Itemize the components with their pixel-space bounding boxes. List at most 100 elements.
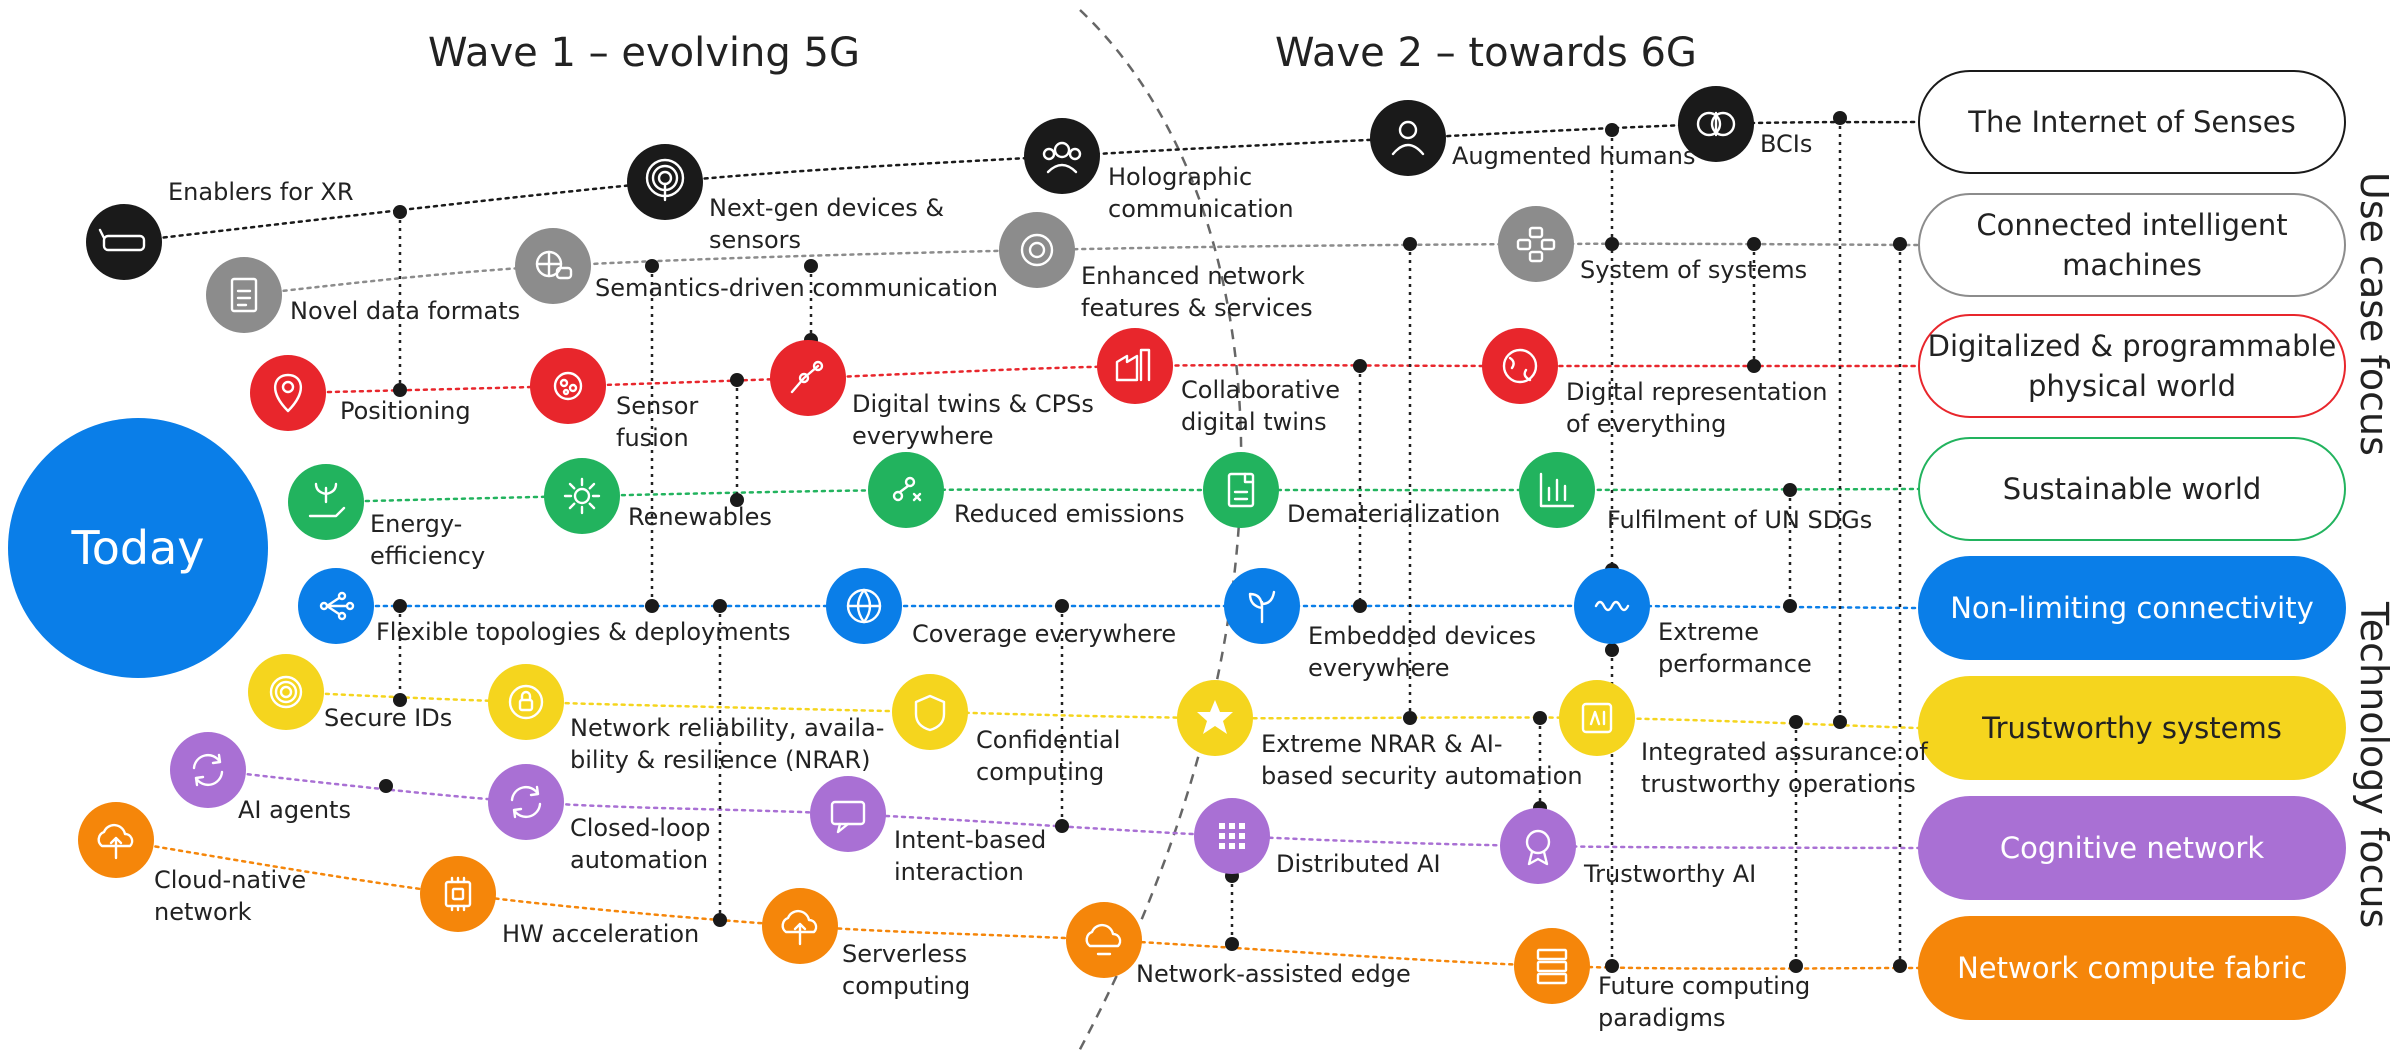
trustai-node: [1500, 808, 1576, 884]
extreme-label: Extreme performance: [1658, 618, 1812, 678]
futurecomp-label: Future computing paradigms: [1598, 972, 1811, 1032]
brain-icon: [1696, 111, 1736, 137]
sdg-node: [1519, 452, 1595, 528]
serverless-node: [762, 888, 838, 964]
digitalrep-node: [1482, 328, 1558, 404]
assurance-label: Integrated assurance of trustworthy oper…: [1641, 738, 1928, 798]
formats-circle: [206, 257, 282, 333]
fusion-label: Sensor fusion: [616, 392, 699, 452]
collab-label: Collaborative digital twins: [1181, 376, 1341, 436]
extremenrar-label: Extreme NRAR & AI- based security automa…: [1261, 730, 1583, 790]
lock-cycle-icon: [508, 684, 544, 720]
digitalrep-circle: [1482, 328, 1558, 404]
use-case-focus-label: Use case focus: [2352, 172, 2396, 456]
xr-circle: [86, 204, 162, 280]
sos-label: System of systems: [1580, 256, 1808, 284]
earth-icon: [1502, 348, 1538, 384]
cloud-upload-icon: [97, 823, 134, 860]
paper-icon: [1227, 472, 1255, 508]
intent-label: Intent-based interaction: [894, 826, 1047, 886]
xr-label: Enablers for XR: [168, 178, 354, 206]
sensor-icon: [645, 158, 685, 202]
confidential-node: [892, 674, 968, 750]
loop-icon: [510, 785, 542, 819]
connector-dot: [713, 913, 727, 927]
shield-icon: [914, 694, 946, 732]
connector-dot: [393, 205, 407, 219]
connector-dot: [1893, 959, 1907, 973]
formats-node: [206, 257, 282, 333]
augmented-label: Augmented humans: [1452, 142, 1696, 170]
distai-node: [1194, 798, 1270, 874]
focus-pill-connected-intelligent: Connected intelligent machines: [1918, 193, 2346, 297]
bci-node: [1678, 86, 1754, 162]
augmented-node: [1370, 100, 1446, 176]
connector-dot: [1055, 819, 1069, 833]
connector-dot: [1747, 359, 1761, 373]
nrar-label: Network reliability, availa- bility & re…: [570, 714, 885, 774]
digitalrep-label: Digital representation of everything: [1566, 378, 1828, 438]
connector-dot: [1789, 715, 1803, 729]
connector-dot: [379, 779, 393, 793]
renewables-circle: [544, 458, 620, 534]
grid-dots-icon: [1219, 823, 1245, 849]
collab-node: [1097, 328, 1173, 404]
twins-label: Digital twins & CPSs everywhere: [852, 390, 1094, 450]
hwacc-label: HW acceleration: [502, 920, 700, 948]
technology-focus-label: Technology focus: [2352, 602, 2396, 929]
cloudnative-node: [78, 802, 154, 878]
edge-circle: [1066, 902, 1142, 978]
nextgen-circle: [627, 144, 703, 220]
connector-dot: [1353, 359, 1367, 373]
connector-dot: [393, 693, 407, 707]
award-icon: [1525, 829, 1551, 866]
trustai-label: Trustworthy AI: [1584, 860, 1757, 888]
connector-dot: [393, 383, 407, 397]
sun-icon: [563, 477, 601, 515]
emissions-icon: [892, 476, 922, 502]
coverage-node: [826, 568, 902, 644]
lane-line: [122, 120, 1920, 244]
person-icon: [1391, 120, 1425, 156]
dematerial-label: Dematerialization: [1287, 500, 1501, 528]
lane-line: [334, 604, 1920, 610]
connector-dot: [1893, 237, 1907, 251]
robot-arm-icon: [790, 360, 824, 394]
topologies-node: [298, 568, 374, 644]
positioning-label: Positioning: [340, 397, 471, 425]
fusion-circle: [530, 348, 606, 424]
intent-node: [810, 776, 886, 852]
globe-icon: [846, 588, 882, 624]
serverless-label: Serverless computing: [842, 940, 971, 1000]
futurecomp-circle: [1514, 928, 1590, 1004]
sprout-icon: [1248, 590, 1276, 624]
connector-dot: [1783, 599, 1797, 613]
globe-chat-icon: [535, 250, 573, 280]
focus-pill-cognitive-network: Cognitive network: [1918, 796, 2346, 900]
sos-circle: [1498, 206, 1574, 282]
connector-dot: [645, 599, 659, 613]
topology-icon: [319, 591, 355, 621]
chat-bubble-icon: [830, 800, 866, 834]
twins-node: [770, 340, 846, 416]
connector-dot: [645, 259, 659, 273]
closedloop-node: [488, 764, 564, 840]
dematerial-node: [1203, 452, 1279, 528]
connector-dot: [1789, 959, 1803, 973]
renewables-node: [544, 458, 620, 534]
cycle-arrows-icon: [192, 753, 224, 787]
wave-1-title: Wave 1 – evolving 5G: [428, 30, 860, 76]
gear-icon: [1020, 233, 1054, 267]
ai-chip-icon: [1581, 702, 1613, 734]
aiagents-node: [170, 732, 246, 808]
connector-dot: [730, 493, 744, 507]
cloudnative-label: Cloud-native network: [154, 866, 307, 926]
focus-pill-the-internet-of-senses: The Internet of Senses: [1918, 70, 2346, 174]
vr-glasses-icon: [98, 228, 146, 252]
people-group-icon: [1042, 141, 1082, 174]
connector-dot: [1055, 599, 1069, 613]
intent-circle: [810, 776, 886, 852]
server-icon: [1536, 948, 1568, 985]
renewables-label: Renewables: [628, 503, 772, 531]
